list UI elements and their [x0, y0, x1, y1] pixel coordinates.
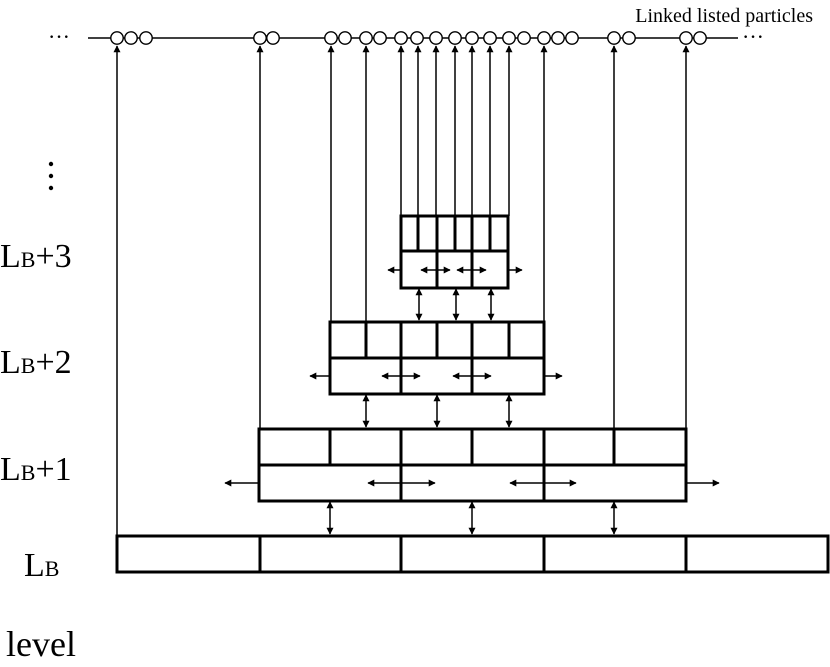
particle-node: [517, 31, 531, 45]
level-grids: [115, 214, 830, 574]
right-ellipsis: ···: [742, 24, 764, 49]
level-label-lb: LB: [24, 547, 59, 584]
level-label-lb1: LB+1: [0, 451, 72, 488]
particle-node: [110, 31, 124, 45]
particle-node: [253, 31, 267, 45]
particle-node: [622, 31, 636, 45]
particle-node: [448, 31, 462, 45]
particle-node: [483, 31, 497, 45]
particle-node: [139, 31, 153, 45]
particle-node: [359, 31, 373, 45]
particle-node: [465, 31, 479, 45]
particle-node: [124, 31, 138, 45]
particle-node: [429, 31, 443, 45]
level-lb-grid: [115, 534, 830, 574]
level-label-lb2: LB+2: [0, 344, 72, 381]
level-axis-label: level: [6, 624, 76, 664]
particle-node: [551, 31, 565, 45]
particle-node: [502, 31, 516, 45]
particle-link-arrows: [113, 45, 690, 536]
particle-node: [679, 31, 693, 45]
particle-node: [373, 31, 387, 45]
neighbor-arrows: [224, 266, 720, 535]
left-ellipsis: ···: [48, 24, 70, 49]
particle-node: [565, 31, 579, 45]
particle-node: [266, 31, 280, 45]
particle-node: [394, 31, 408, 45]
particle-node: [324, 31, 338, 45]
particle-node: [410, 31, 424, 45]
vertical-ellipsis: [48, 161, 54, 191]
caption-text: Linked listed particles: [635, 5, 813, 27]
particle-node: [537, 31, 551, 45]
particle-group: [110, 31, 707, 45]
particle-node: [338, 31, 352, 45]
particle-node: [607, 31, 621, 45]
level-label-lb3: LB+3: [0, 238, 72, 275]
particle-node: [693, 31, 707, 45]
